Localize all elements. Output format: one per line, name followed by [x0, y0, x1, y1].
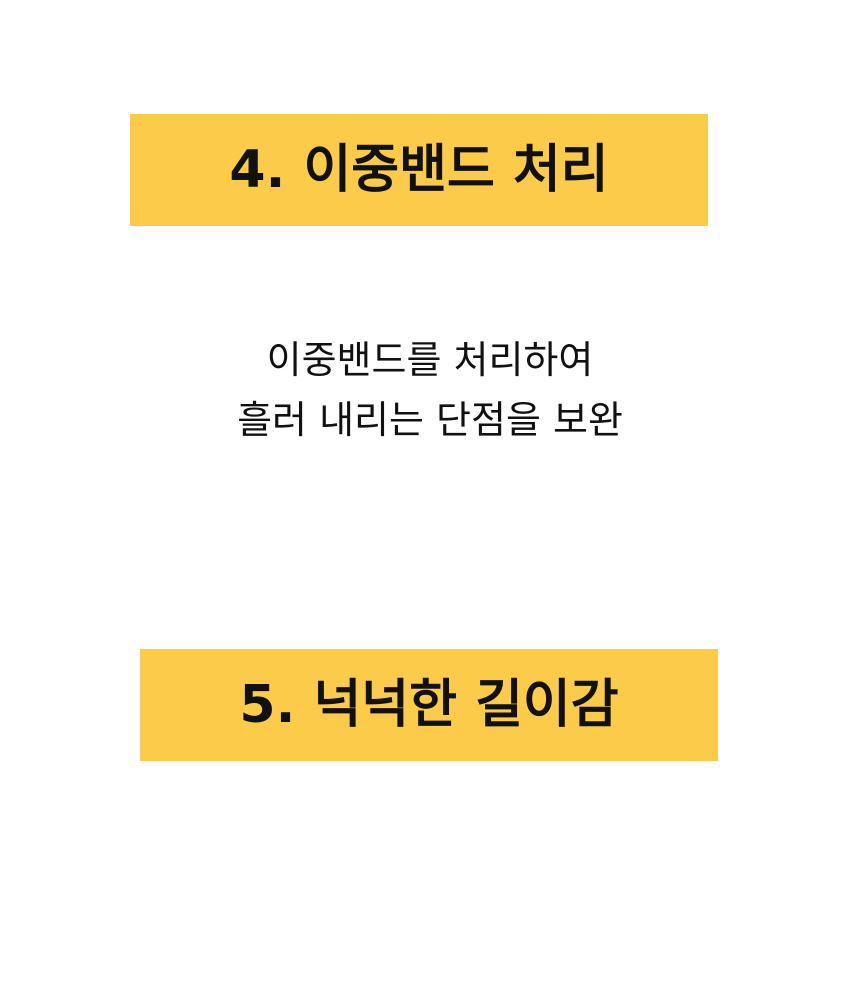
section-5-banner: 5. 넉넉한 길이감: [140, 649, 718, 761]
description-line-2: 흘러 내리는 단점을 보완: [237, 398, 623, 442]
section-5-title: 5. 넉넉한 길이감: [239, 675, 619, 735]
section-4-banner: 4. 이중밴드 처리: [130, 114, 708, 226]
section-4-title: 4. 이중밴드 처리: [229, 140, 609, 200]
section-4-description: 이중밴드를 처리하여 흘러 내리는 단점을 보완: [0, 330, 860, 450]
description-line-1: 이중밴드를 처리하여: [266, 338, 594, 382]
